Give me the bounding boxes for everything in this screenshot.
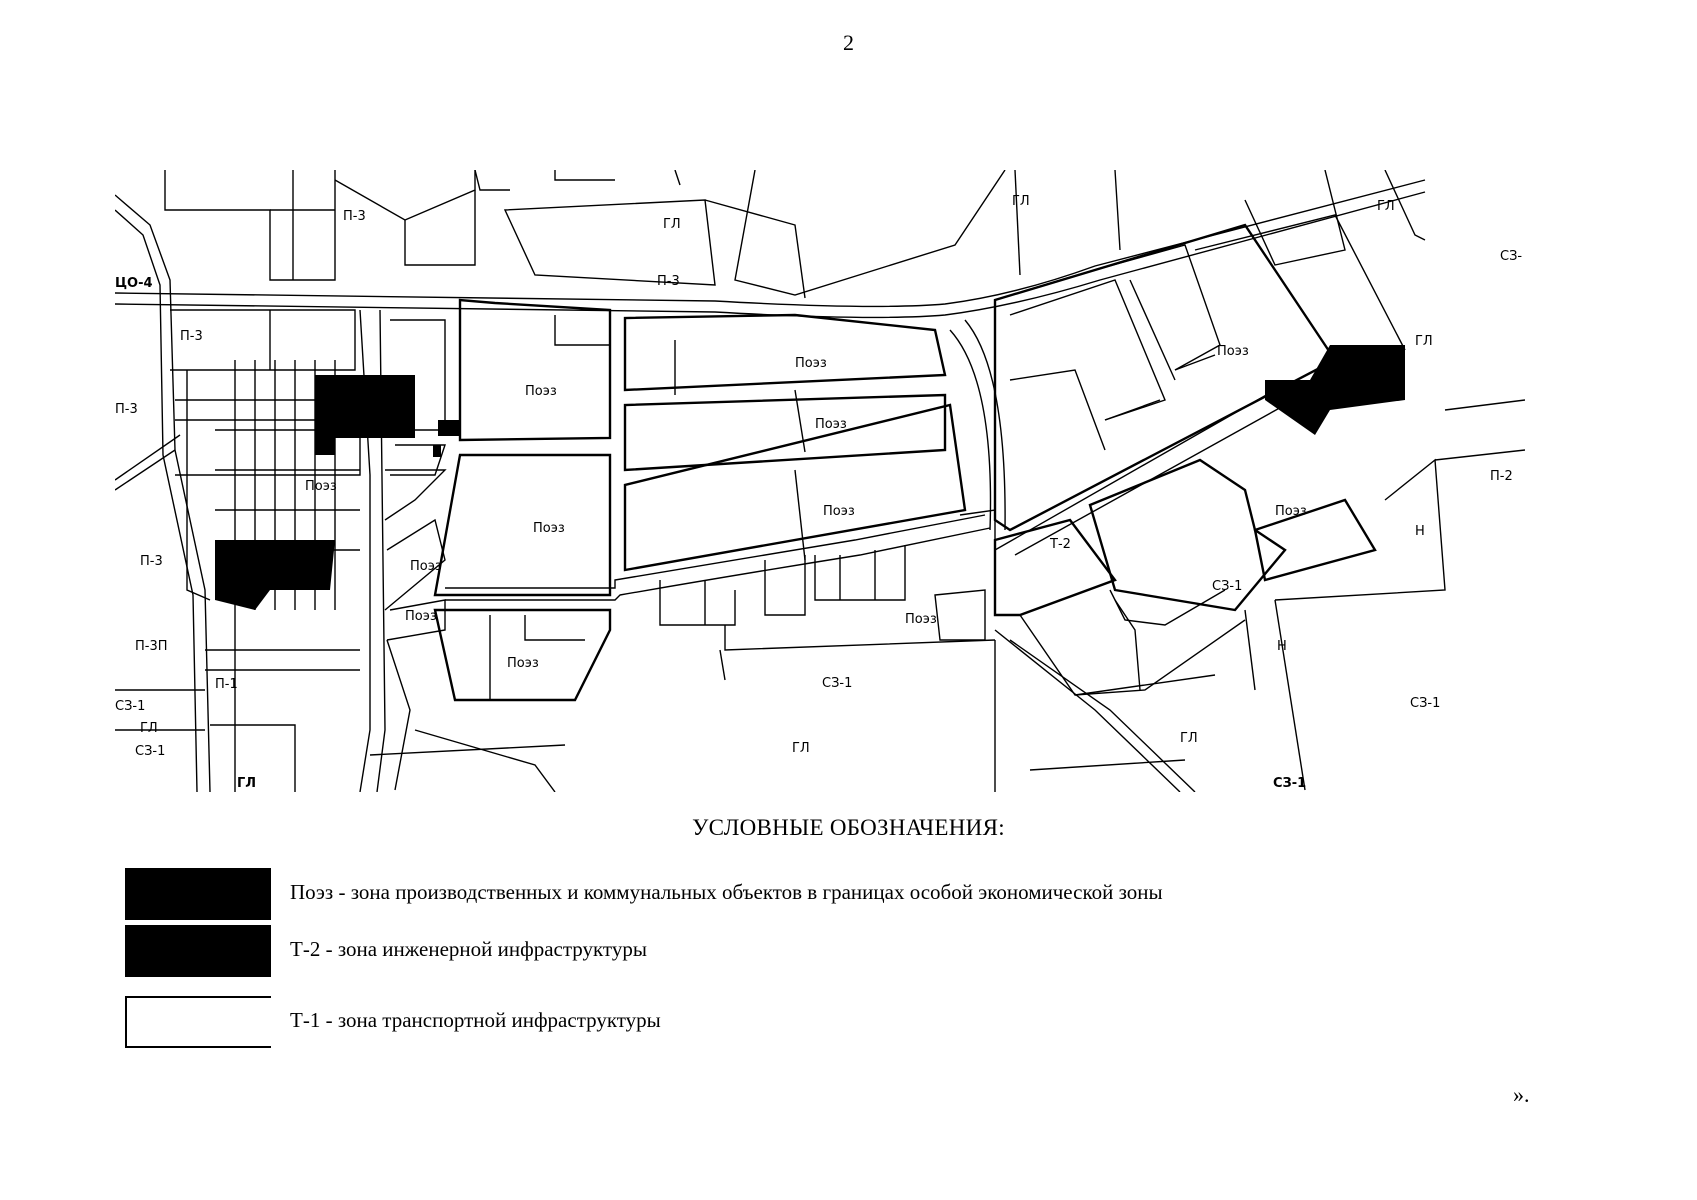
zone-label: ГЛ xyxy=(1180,731,1198,746)
zone-label: СЗ-1 xyxy=(1212,579,1242,594)
legend-item: Поэз - зона производственных и коммуналь… xyxy=(125,868,1425,922)
zone-label: Поэз xyxy=(795,356,827,371)
zone-label: ГЛ xyxy=(140,721,158,736)
page-number: 2 xyxy=(843,30,854,55)
legend-swatch xyxy=(125,868,271,920)
zone-label: ГЛ xyxy=(1012,194,1030,209)
zone-label: Поэз xyxy=(815,417,847,432)
zone-label: П-3 xyxy=(115,402,138,417)
legend-label: Поэз - зона производственных и коммуналь… xyxy=(290,880,1163,904)
zone-label: Поэз xyxy=(410,559,442,574)
zoning-map: П-3 ЦО-4 П-3 П-3 П-3 П-3П П-1 СЗ-1 ГЛ СЗ… xyxy=(115,170,1525,792)
zone-label: ГЛ xyxy=(663,217,681,232)
zone-label: П-3 xyxy=(180,329,203,344)
closing-quote: ». xyxy=(1513,1082,1530,1107)
zone-label: Т-2 xyxy=(1049,537,1071,552)
zone-label: Н xyxy=(1277,639,1287,654)
zone-label: П-3 xyxy=(140,554,163,569)
legend-swatch xyxy=(125,996,271,1048)
legend-label: Т-1 - зона транспортной инфраструктуры xyxy=(290,1008,661,1032)
zone-label: Поэз xyxy=(507,656,539,671)
zone-label: П-3П xyxy=(135,639,168,654)
zone-label: Поэз xyxy=(905,612,937,627)
zone-label: Поэз xyxy=(1217,344,1249,359)
zone-label: Н xyxy=(1415,524,1425,539)
zone-label: ЦО-4 xyxy=(115,276,153,291)
zone-label: ГЛ xyxy=(237,776,256,791)
zone-label: СЗ-1 xyxy=(115,699,145,714)
zoning-map-drawing: П-3 ЦО-4 П-3 П-3 П-3 П-3П П-1 СЗ-1 ГЛ СЗ… xyxy=(115,170,1525,792)
zone-label: Поэз xyxy=(305,479,337,494)
zone-label: П-3 xyxy=(343,209,366,224)
legend-title: УСЛОВНЫЕ ОБОЗНАЧЕНИЯ: xyxy=(692,815,1005,840)
zone-label: ГЛ xyxy=(1377,199,1395,214)
zone-label: ГЛ xyxy=(1415,334,1433,349)
zone-label: СЗ-1 xyxy=(1273,776,1306,791)
zone-label: П-1 xyxy=(215,677,238,692)
zone-label: СЗ-1 xyxy=(822,676,852,691)
map-dark-zones xyxy=(215,345,1405,610)
zone-label: Поэз xyxy=(533,521,565,536)
zone-label: Поэз xyxy=(525,384,557,399)
zone-label: П-2 xyxy=(1490,469,1513,484)
zone-label: ГЛ xyxy=(792,741,810,756)
zone-label: П-3 xyxy=(657,274,680,289)
zone-label: СЗ-1 xyxy=(135,744,165,759)
legend-label: Т-2 - зона инженерной инфраструктуры xyxy=(290,937,647,961)
legend-item: Т-2 - зона инженерной инфраструктуры xyxy=(125,925,1425,979)
zone-label: СЗ- xyxy=(1500,249,1522,264)
map-zone-labels: П-3 ЦО-4 П-3 П-3 П-3 П-3П П-1 СЗ-1 ГЛ СЗ… xyxy=(115,194,1522,791)
legend-swatch xyxy=(125,925,271,977)
legend-item: Т-1 - зона транспортной инфраструктуры xyxy=(125,996,1425,1050)
zone-label: Поэз xyxy=(405,609,437,624)
zone-label: Поэз xyxy=(823,504,855,519)
zone-label: Поэз xyxy=(1275,504,1307,519)
zone-label: СЗ-1 xyxy=(1410,696,1440,711)
